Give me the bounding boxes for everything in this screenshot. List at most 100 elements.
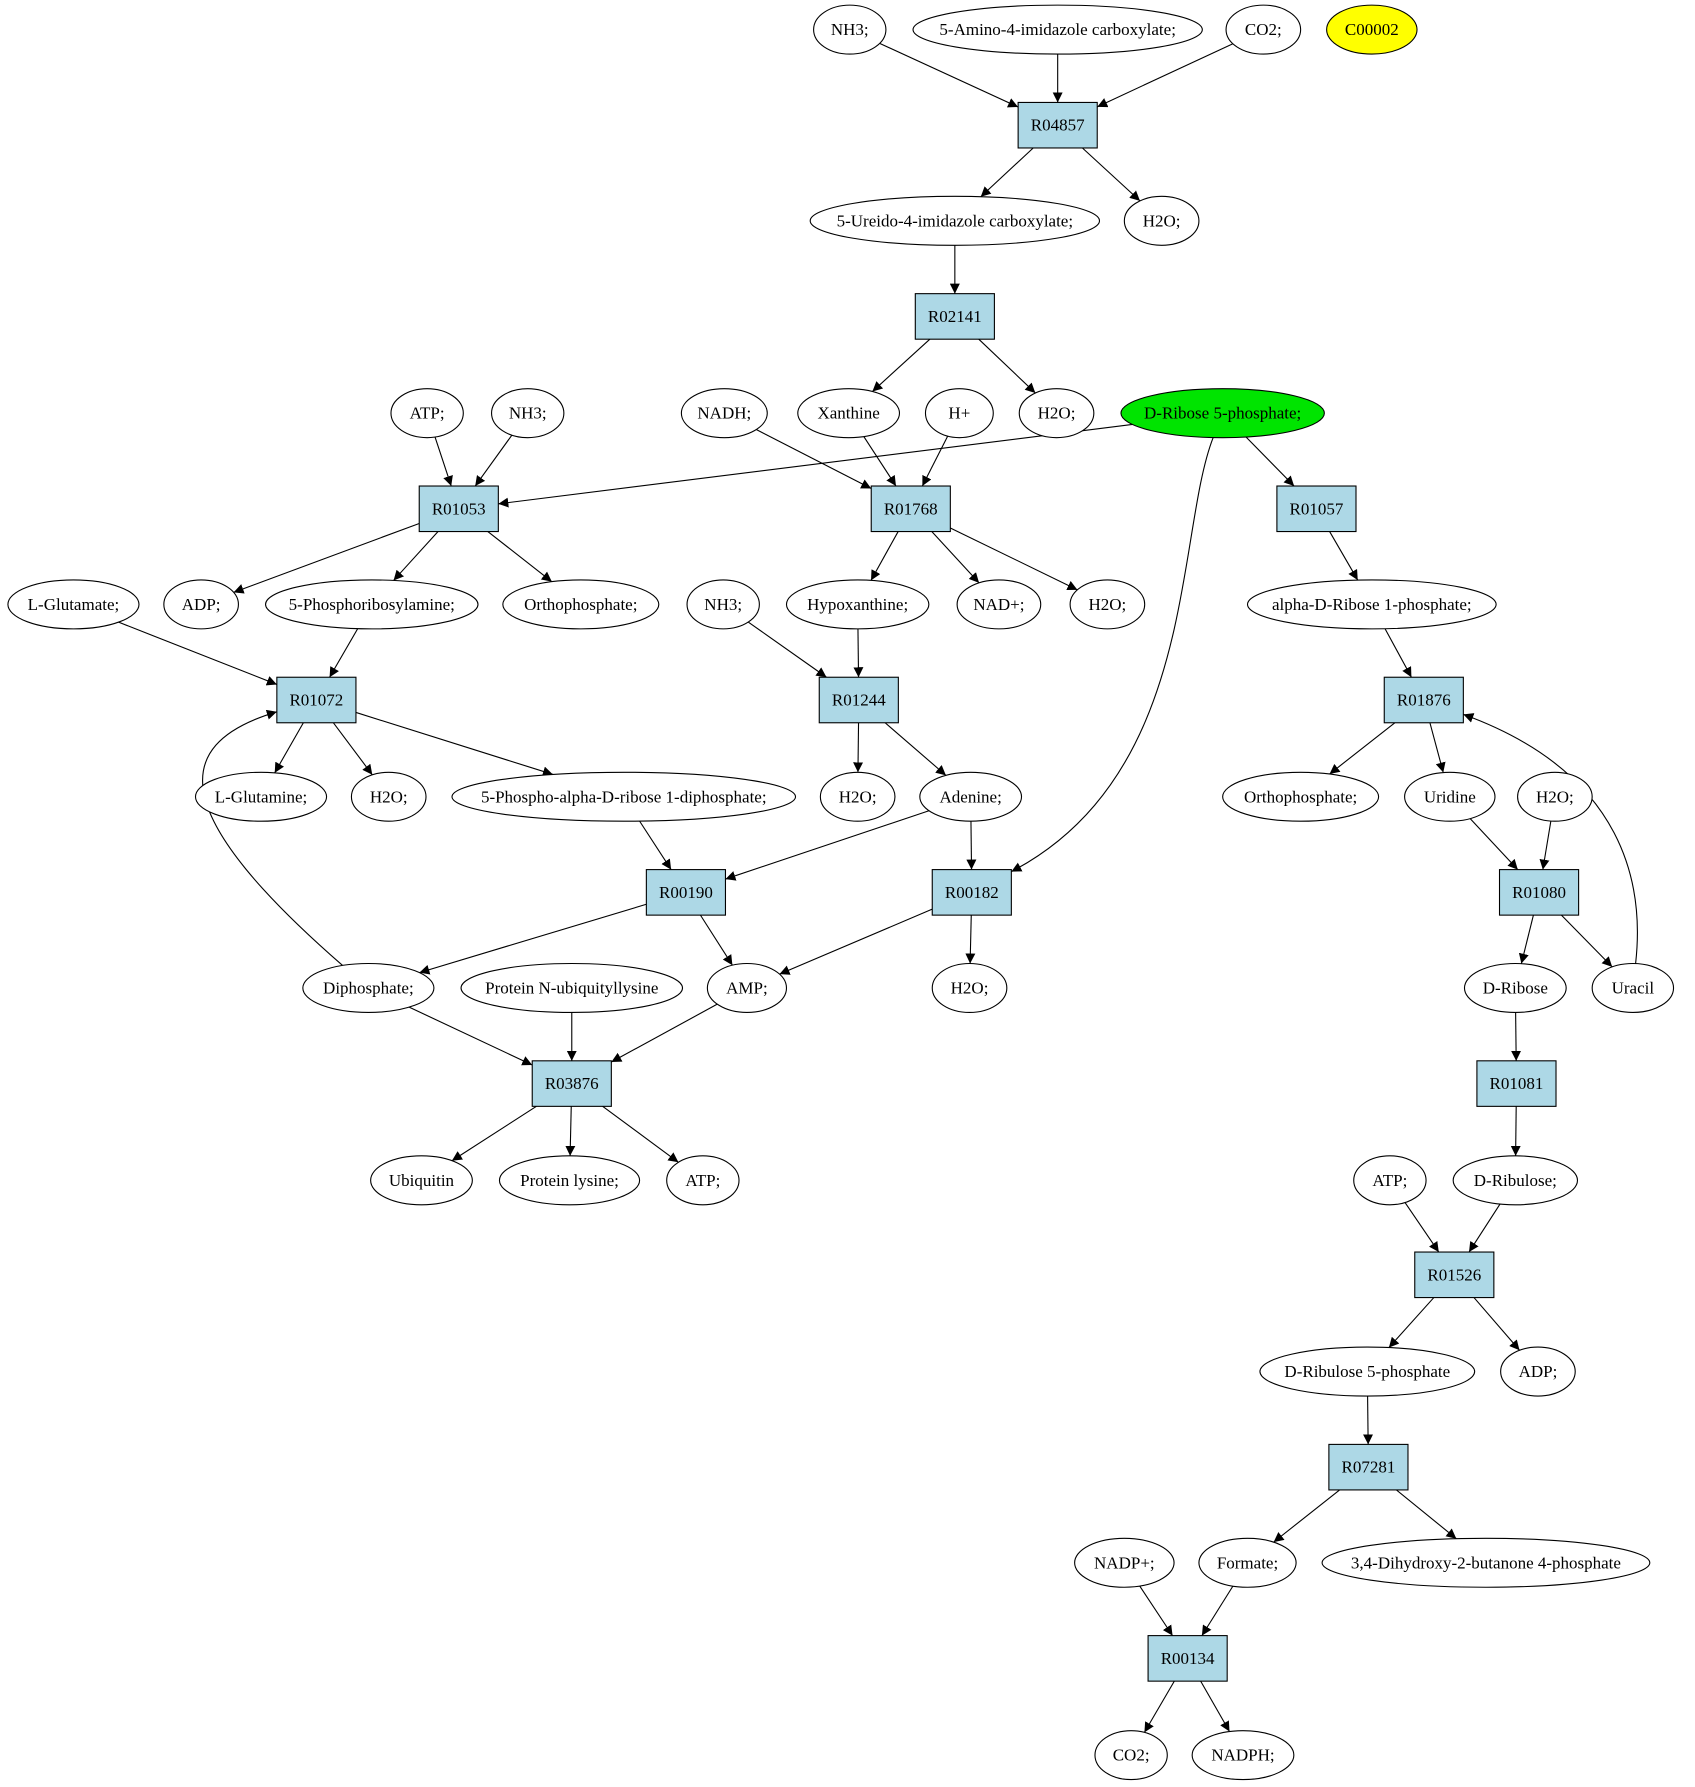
compound-label: NAD+; xyxy=(973,595,1024,614)
compound-node-dribose[interactable]: D-Ribose xyxy=(1463,962,1567,1013)
compound-node-h2o_a[interactable]: H2O; xyxy=(1123,195,1200,246)
reaction-box xyxy=(1383,676,1464,724)
reaction-node-R01080[interactable]: R01080 xyxy=(1498,869,1580,916)
compound-ellipse xyxy=(1120,388,1325,439)
compound-ellipse xyxy=(502,579,660,630)
reaction-label: R07281 xyxy=(1342,1458,1396,1477)
compound-node-h2o_g[interactable]: H2O; xyxy=(931,962,1008,1013)
compound-node-hypox[interactable]: Hypoxanthine; xyxy=(785,579,930,630)
compound-node-adenine[interactable]: Adenine; xyxy=(919,771,1023,822)
compound-ellipse xyxy=(931,962,1008,1013)
compound-node-dhbp[interactable]: 3,4-Dihydroxy-2-butanone 4-phosphate xyxy=(1321,1537,1651,1588)
compound-node-protub[interactable]: Protein N-ubiquityllysine xyxy=(460,962,684,1013)
compound-node-hplus[interactable]: H+ xyxy=(924,388,994,439)
compound-label: D-Ribulose 5-phosphate xyxy=(1284,1362,1450,1381)
compound-node-co2_a[interactable]: CO2; xyxy=(1225,4,1302,55)
compound-node-h2o_f[interactable]: H2O; xyxy=(1517,771,1593,822)
reaction-node-R03876[interactable]: R03876 xyxy=(531,1060,612,1107)
compound-node-prpa[interactable]: 5-Phosphoribosylamine; xyxy=(264,579,479,630)
compound-label: ATP; xyxy=(1372,1171,1407,1190)
reaction-node-R00182[interactable]: R00182 xyxy=(931,869,1012,916)
compound-node-atp_a[interactable]: ATP; xyxy=(390,388,464,439)
compound-node-nh3_b[interactable]: NH3; xyxy=(491,388,565,439)
compound-ellipse xyxy=(1321,1537,1651,1588)
compound-node-h2o_d[interactable]: H2O; xyxy=(350,771,427,822)
compound-node-prpp[interactable]: 5-Phospho-alpha-D-ribose 1-diphosphate; xyxy=(451,771,797,822)
compound-node-nh3_a[interactable]: NH3; xyxy=(813,4,887,55)
compound-node-atp_c[interactable]: ATP; xyxy=(1353,1155,1427,1206)
edge-h2o_f-to-R01080 xyxy=(1539,820,1552,870)
compound-label: NADH; xyxy=(697,404,751,423)
reaction-node-R01526[interactable]: R01526 xyxy=(1414,1251,1495,1299)
compound-node-dribulose[interactable]: D-Ribulose; xyxy=(1452,1155,1579,1206)
compound-ellipse xyxy=(1517,771,1593,822)
edge-xanthine-to-R01768 xyxy=(863,436,897,487)
compound-ellipse xyxy=(460,962,684,1013)
compound-node-uracil[interactable]: Uracil xyxy=(1591,962,1675,1013)
reaction-node-R07281[interactable]: R07281 xyxy=(1328,1443,1409,1491)
compound-ellipse xyxy=(956,579,1042,630)
compound-node-lgln[interactable]: L-Glutamine; xyxy=(194,771,328,822)
edge-r5p-to-R01053 xyxy=(498,423,1133,508)
edge-R01768-to-hypox xyxy=(870,531,899,581)
compound-node-protlys[interactable]: Protein lysine; xyxy=(498,1155,641,1206)
compound-node-nadph[interactable]: NADPH; xyxy=(1191,1730,1295,1781)
compound-node-amp[interactable]: AMP; xyxy=(706,962,788,1013)
reaction-node-R01057[interactable]: R01057 xyxy=(1276,485,1357,533)
compound-ellipse xyxy=(1404,771,1496,822)
compound-ellipse xyxy=(1123,195,1200,246)
reaction-node-R01768[interactable]: R01768 xyxy=(870,485,951,533)
reaction-node-R01081[interactable]: R01081 xyxy=(1476,1060,1557,1107)
compound-ellipse xyxy=(1222,771,1380,822)
reaction-label: R04857 xyxy=(1031,116,1085,135)
compound-node-h2o_b[interactable]: H2O; xyxy=(1018,388,1095,439)
compound-node-lglu[interactable]: L-Glutamate; xyxy=(7,579,140,630)
reaction-box xyxy=(1498,869,1580,916)
edge-R04857-to-h2o_a xyxy=(1082,147,1141,202)
compound-node-ru5p[interactable]: D-Ribulose 5-phosphate xyxy=(1259,1346,1476,1397)
compound-node-nadh[interactable]: NADH; xyxy=(680,388,768,439)
compound-node-xanthine[interactable]: Xanthine xyxy=(797,388,901,439)
compound-node-aica[interactable]: 5-Amino-4-imidazole carboxylate; xyxy=(912,4,1203,55)
compound-node-adp_b[interactable]: ADP; xyxy=(1500,1346,1576,1397)
compound-node-co2_b[interactable]: CO2; xyxy=(1094,1730,1168,1781)
compound-node-nadplus[interactable]: NAD+; xyxy=(956,579,1042,630)
edge-r1p-to-R01876 xyxy=(1384,628,1412,678)
compound-ellipse xyxy=(785,579,930,630)
reaction-box xyxy=(914,293,995,340)
compound-node-ppi[interactable]: Diphosphate; xyxy=(302,962,435,1013)
compound-node-h2o_c[interactable]: H2O; xyxy=(1069,579,1146,630)
compound-node-nh3_c[interactable]: NH3; xyxy=(686,579,760,630)
reaction-node-R01876[interactable]: R01876 xyxy=(1383,676,1464,724)
compound-node-atp_b[interactable]: ATP; xyxy=(666,1155,740,1206)
compound-node-uridine[interactable]: Uridine xyxy=(1404,771,1496,822)
compound-node-formate[interactable]: Formate; xyxy=(1198,1537,1297,1588)
compound-node-pi_b[interactable]: Orthophosphate; xyxy=(1222,771,1380,822)
compound-label: CO2; xyxy=(1113,1746,1150,1765)
compound-ellipse xyxy=(1069,579,1146,630)
compound-ellipse xyxy=(924,388,994,439)
reaction-node-R00190[interactable]: R00190 xyxy=(645,869,727,916)
edge-R02141-to-xanthine xyxy=(872,338,931,392)
compound-node-ubiquitin[interactable]: Ubiquitin xyxy=(370,1155,473,1206)
compound-node-h2o_e[interactable]: H2O; xyxy=(819,771,896,822)
reaction-node-R01244[interactable]: R01244 xyxy=(818,676,899,724)
compound-node-ureido[interactable]: 5-Ureido-4-imidazole carboxylate; xyxy=(809,195,1101,246)
compound-node-adp_a[interactable]: ADP; xyxy=(163,579,239,630)
edge-co2_a-to-R04857 xyxy=(1096,43,1234,108)
reaction-node-R01072[interactable]: R01072 xyxy=(276,676,357,724)
compound-node-r5p[interactable]: D-Ribose 5-phosphate; xyxy=(1120,388,1325,439)
reaction-node-R04857[interactable]: R04857 xyxy=(1017,101,1098,149)
compound-label: ADP; xyxy=(182,595,221,614)
compound-label: Formate; xyxy=(1217,1553,1278,1572)
reaction-node-R02141[interactable]: R02141 xyxy=(914,293,995,340)
reaction-box xyxy=(818,676,899,724)
compound-node-pi_a[interactable]: Orthophosphate; xyxy=(502,579,660,630)
compound-node-c00002[interactable]: C00002 xyxy=(1326,4,1418,55)
compound-label: H2O; xyxy=(1536,787,1574,806)
compound-node-r1p[interactable]: alpha-D-Ribose 1-phosphate; xyxy=(1246,579,1497,630)
reaction-node-R01053[interactable]: R01053 xyxy=(418,485,499,533)
reaction-node-R00134[interactable]: R00134 xyxy=(1147,1635,1228,1682)
reaction-box xyxy=(1476,1060,1557,1107)
compound-node-nadpplus[interactable]: NADP+; xyxy=(1074,1537,1175,1588)
